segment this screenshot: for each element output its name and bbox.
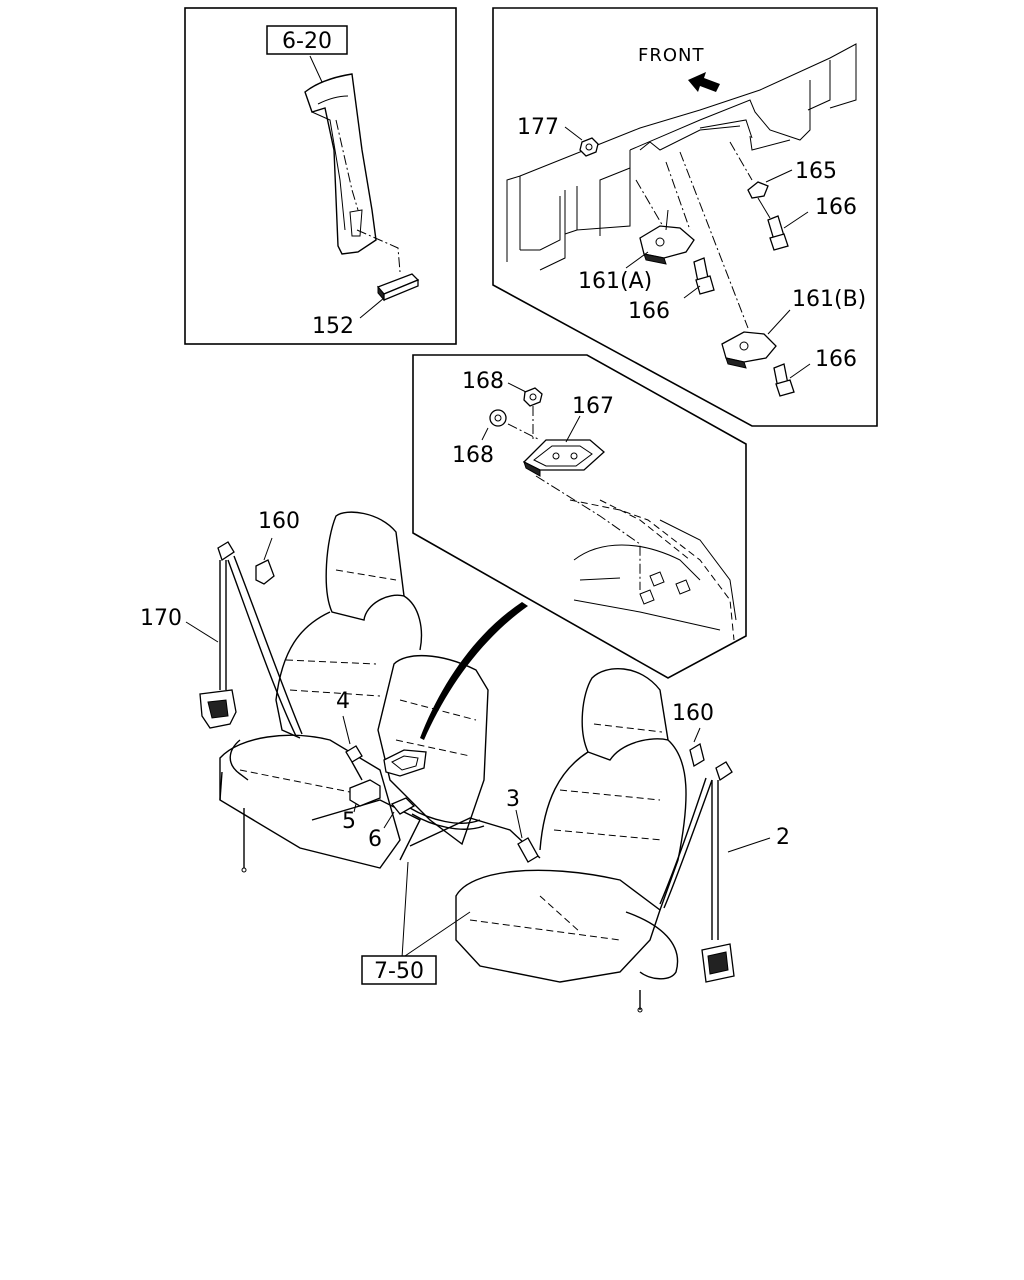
- part-166-bolt-b[interactable]: [693, 257, 715, 295]
- callout-3: 3: [506, 787, 520, 812]
- callout-160-a: 160: [258, 509, 300, 534]
- inset-pillar-trim: 6-20 152: [184, 7, 457, 345]
- pillar-trim: [304, 73, 401, 273]
- ref-label-6-20: 6-20: [282, 29, 332, 54]
- callout-166-a: 166: [815, 195, 857, 220]
- callout-152: 152: [312, 314, 354, 339]
- right-seat: [455, 667, 687, 983]
- part-3-buckle[interactable]: [517, 837, 539, 863]
- part-6-belt[interactable]: [390, 797, 485, 830]
- callout-165: 165: [795, 159, 837, 184]
- front-arrow-icon: [688, 72, 720, 92]
- part-166-bolt-c[interactable]: [773, 363, 795, 397]
- part-161a-bracket[interactable]: [639, 209, 695, 265]
- part-168-washer[interactable]: [489, 409, 507, 427]
- part-165-clip[interactable]: [747, 181, 771, 219]
- callout-166-b: 166: [628, 299, 670, 324]
- callout-161b: 161(B): [792, 287, 866, 312]
- part-2-retractor-belt[interactable]: [625, 761, 735, 1013]
- main-seat-assembly: 170 160 4 5 6 3: [140, 509, 790, 1013]
- floor-structure: [506, 43, 857, 271]
- center-buckle-assembly: [383, 749, 427, 777]
- part-161b-bracket[interactable]: [721, 331, 777, 369]
- inset-frame-middle: [412, 354, 747, 679]
- part-4-buckle[interactable]: [345, 745, 363, 781]
- callout-4: 4: [336, 689, 350, 714]
- callout-168-a: 168: [462, 369, 504, 394]
- part-168-nut-top[interactable]: [523, 387, 543, 407]
- callout-177: 177: [517, 115, 559, 140]
- part-177-nut[interactable]: [579, 137, 599, 157]
- part-152-pad[interactable]: [376, 273, 420, 302]
- ref-box-6-20[interactable]: 6-20: [266, 25, 348, 55]
- callout-161a: 161(A): [578, 269, 652, 294]
- inset-buckle-bracket: 168 168 167: [412, 354, 747, 679]
- callout-167: 167: [572, 394, 614, 419]
- part-166-bolt-a[interactable]: [767, 215, 789, 251]
- part-170-retractor-belt[interactable]: [199, 541, 303, 873]
- callout-170: 170: [140, 606, 182, 631]
- part-160-cover-left[interactable]: [255, 559, 275, 585]
- part-5-buckle[interactable]: [349, 779, 381, 807]
- inset-frame-right: [492, 7, 878, 427]
- inset-frame-left: [184, 7, 457, 345]
- callout-160-b: 160: [672, 701, 714, 726]
- seat-frame-detail: [569, 499, 737, 641]
- callout-6: 6: [368, 827, 382, 852]
- inset-pointer-swoosh: [420, 602, 528, 740]
- part-167-buckle-bracket[interactable]: [522, 439, 605, 477]
- part-160-cover-right[interactable]: [689, 742, 705, 768]
- callout-5: 5: [342, 809, 356, 834]
- ref-label-7-50: 7-50: [374, 959, 424, 984]
- callout-168-b: 168: [452, 443, 494, 468]
- callout-2: 2: [776, 825, 790, 850]
- callout-166-c: 166: [815, 347, 857, 372]
- ref-box-7-50[interactable]: 7-50: [361, 955, 437, 985]
- front-label: FRONT: [638, 45, 705, 66]
- inset-anchor-brackets: FRONT 177: [492, 7, 878, 427]
